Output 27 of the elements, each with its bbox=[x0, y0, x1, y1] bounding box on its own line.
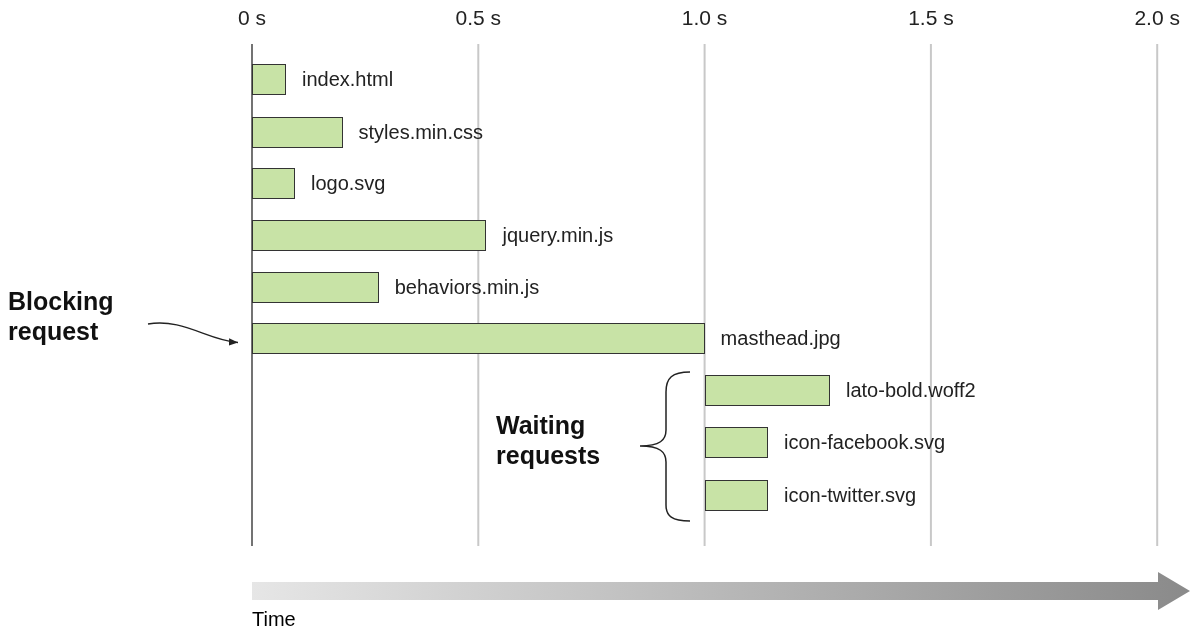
tick-label: 0 s bbox=[238, 6, 266, 30]
arrow bbox=[147, 322, 239, 345]
timing-bar bbox=[704, 375, 830, 406]
timing-bar bbox=[252, 272, 379, 303]
timing-bar bbox=[252, 64, 286, 95]
tick-label: 1.5 s bbox=[908, 6, 954, 30]
callout-text: Waiting requests bbox=[496, 410, 602, 470]
tick-label: 1.0 s bbox=[681, 6, 728, 30]
file-name: masthead.jpg bbox=[720, 326, 841, 350]
timing-bar bbox=[252, 323, 705, 354]
file-name: styles.min.css bbox=[358, 120, 483, 144]
timing-bar bbox=[704, 480, 768, 511]
timing-bar bbox=[252, 168, 295, 199]
file-name: lato-bold.woff2 bbox=[845, 378, 976, 402]
callout-text: Blocking request bbox=[8, 286, 158, 346]
axis-label: Time bbox=[252, 608, 296, 631]
timing-bar bbox=[252, 220, 487, 251]
file-name: index.html bbox=[301, 67, 394, 91]
file-name: logo.svg bbox=[311, 171, 386, 195]
file-name: icon-twitter.svg bbox=[783, 483, 917, 507]
tick-label: 2.0 s bbox=[1134, 6, 1180, 30]
timing-bar bbox=[704, 427, 768, 458]
file-name: behaviors.min.js bbox=[394, 275, 540, 299]
file-name: icon-facebook.svg bbox=[783, 430, 946, 454]
tick-label: 0.5 s bbox=[455, 6, 502, 30]
file-name: jquery.min.js bbox=[502, 223, 614, 247]
timing-bar bbox=[252, 117, 343, 148]
